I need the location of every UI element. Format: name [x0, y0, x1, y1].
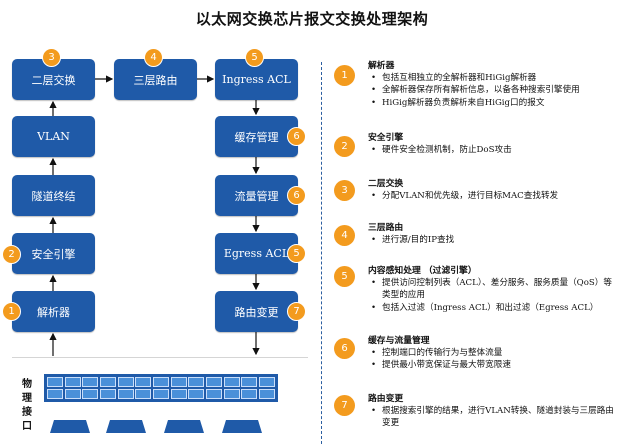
traffic-management-label: 流量管理	[234, 189, 279, 203]
route-change-box: 路由变更	[215, 291, 298, 332]
list-item: 提供访问控制列表（ACL）、差分服务、服务质量（QoS）等类型的应用	[368, 277, 618, 301]
badge-6-buffer: 6	[287, 127, 306, 146]
section-l3: 三层路由 进行源/目的IP查找	[368, 222, 624, 247]
section-heading: 解析器	[368, 61, 395, 71]
egress-acl-label: Egress ACL	[223, 247, 290, 260]
section-badge-5: 5	[334, 266, 355, 287]
port-connector-1	[50, 420, 90, 433]
ingress-acl-label: Ingress ACL	[222, 73, 291, 86]
list-item: 进行源/目的IP查找	[368, 234, 624, 246]
list-item: 分配VLAN和优先级，进行目标MAC查找转发	[368, 190, 624, 202]
tunnel-termination-label: 隧道终结	[31, 189, 76, 203]
parser-label: 解析器	[37, 305, 70, 319]
badge-4: 4	[144, 48, 163, 67]
section-heading: 三层路由	[368, 223, 404, 233]
security-engine-label: 安全引擎	[31, 247, 76, 261]
section-badge-1: 1	[334, 65, 355, 86]
section-route-change: 路由变更 根据搜索引擎的结果，进行VLAN转换、隧道封装与三层路由变更	[368, 393, 624, 430]
list-item: 控制端口的传输行为与整体流量	[368, 347, 624, 359]
parser-box: 解析器	[12, 291, 95, 332]
buffer-management-label: 缓存管理	[234, 130, 279, 144]
list-item: 硬件安全检测机制，防止DoS攻击	[368, 144, 624, 156]
badge-7: 7	[287, 302, 306, 321]
list-item: HiGig解析器负责解析来自HiGig口的报文	[368, 97, 624, 109]
section-heading: 安全引擎	[368, 133, 404, 143]
badge-5-ingress: 5	[245, 48, 264, 67]
section-badge-3: 3	[334, 180, 355, 201]
l2-switch-label: 二层交换	[31, 73, 76, 87]
traffic-management-box: 流量管理	[215, 175, 298, 216]
port-connector-4	[222, 420, 262, 433]
badge-6-traffic: 6	[287, 186, 306, 205]
list-item: 包括入过滤（Ingress ACL）和出过滤（Egress ACL）	[368, 302, 624, 314]
section-security: 安全引擎 硬件安全检测机制，防止DoS攻击	[368, 132, 624, 157]
egress-acl-box: Egress ACL	[215, 233, 298, 274]
l3-routing-label: 三层路由	[133, 73, 178, 87]
list-item: 包括互相独立的全解析器和HiGig解析器	[368, 72, 624, 84]
section-heading: 二层交换	[368, 179, 404, 189]
port-connector-2	[106, 420, 146, 433]
switch-port-panel	[44, 374, 278, 402]
vlan-box: VLAN	[12, 116, 95, 157]
section-badge-2: 2	[334, 136, 355, 157]
physical-interface-frame	[12, 357, 308, 448]
badge-1: 1	[2, 302, 21, 321]
vlan-label: VLAN	[37, 130, 70, 143]
badge-5-egress: 5	[287, 244, 306, 263]
badge-3: 3	[42, 48, 61, 67]
section-badge-7: 7	[334, 395, 355, 416]
buffer-management-box: 缓存管理	[215, 116, 298, 157]
section-heading: 缓存与流量管理	[368, 336, 430, 346]
section-heading: 内容感知处理 （过滤引擎）	[368, 266, 477, 276]
security-engine-box: 安全引擎	[12, 233, 95, 274]
badge-2: 2	[2, 245, 21, 264]
route-change-label: 路由变更	[234, 305, 279, 319]
section-heading: 路由变更	[368, 394, 404, 404]
list-item: 全解析器保存所有解析信息，以备各种搜索引擎使用	[368, 84, 624, 96]
list-item: 提供最小带宽保证与最大带宽限速	[368, 359, 624, 371]
section-l2: 二层交换 分配VLAN和优先级，进行目标MAC查找转发	[368, 178, 624, 203]
list-item: 根据搜索引擎的结果，进行VLAN转换、隧道封装与三层路由变更	[368, 405, 622, 429]
section-parser: 解析器 包括互相独立的全解析器和HiGig解析器 全解析器保存所有解析信息，以备…	[368, 60, 624, 109]
port-connector-3	[164, 420, 204, 433]
physical-interface-label: 物 理 接 口	[22, 379, 32, 432]
section-badge-4: 4	[334, 225, 355, 246]
section-content-aware: 内容感知处理 （过滤引擎） 提供访问控制列表（ACL）、差分服务、服务质量（Qo…	[368, 265, 624, 314]
ingress-acl-box: Ingress ACL	[215, 59, 298, 100]
page-title: 以太网交换芯片报文交换处理架构	[195, 10, 429, 28]
section-badge-6: 6	[334, 338, 355, 359]
section-buffer-traffic: 缓存与流量管理 控制端口的传输行为与整体流量 提供最小带宽保证与最大带宽限速	[368, 335, 624, 372]
section-divider	[321, 62, 322, 444]
tunnel-termination-box: 隧道终结	[12, 175, 95, 216]
